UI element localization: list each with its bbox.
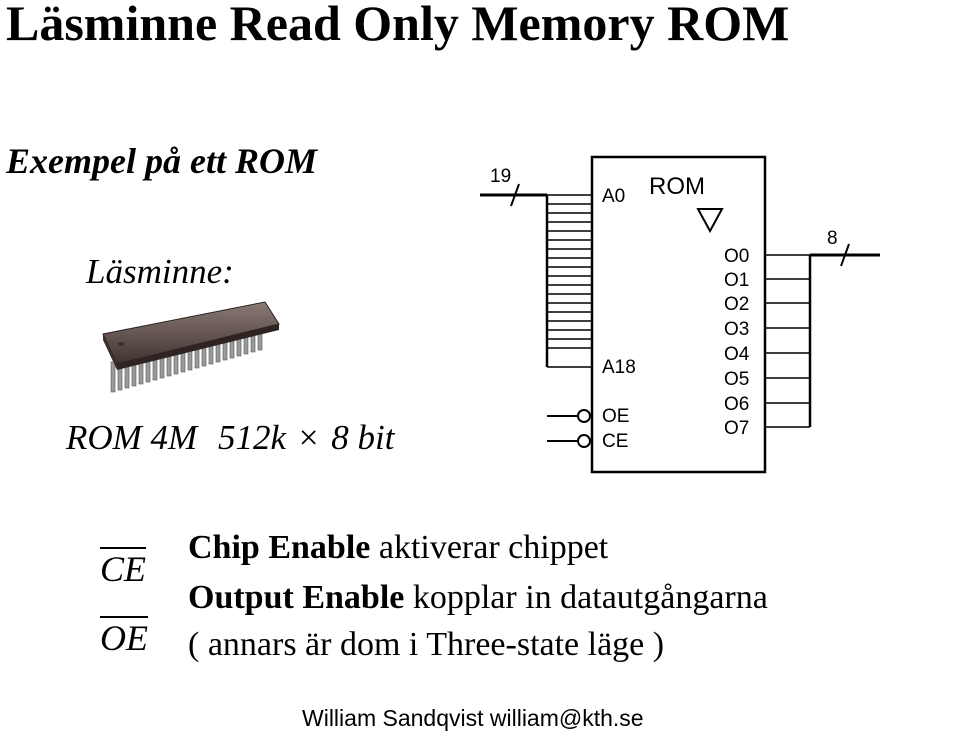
spec-times: × [298,418,319,457]
spec-width: 8 bit [331,418,395,457]
ce-bold: Chip Enable [188,529,371,566]
memory-label: Läsminne: [86,252,234,291]
pin-o7: O7 [724,418,749,439]
address-bus-width: 19 [490,166,511,187]
address-lines [547,194,592,368]
rom-chip-image [102,301,280,393]
oe-bold: Output Enable [188,579,405,616]
pin-o3: O3 [724,319,749,340]
oe-bubble [577,409,591,423]
data-bus-width: 8 [827,228,838,249]
spec-name: ROM 4M [66,418,198,457]
oe-description: Output Enable kopplar in datautgångarna [188,579,768,617]
data-bus-slash [840,243,850,267]
pin-o1: O1 [724,270,749,291]
oe-text: kopplar in datautgångarna [404,579,768,616]
example-heading: Exempel på ett ROM [6,141,317,181]
pin-a0: A0 [602,186,625,207]
footer: William Sandqvist william@kth.se [302,705,644,731]
pin-o4: O4 [724,344,750,365]
pin-oe: OE [602,406,629,427]
pin-o5: O5 [724,369,749,390]
ce-text: aktiverar chippet [370,529,609,566]
ce-description: Chip Enable aktiverar chippet [188,529,608,567]
ce-signal: CE [100,549,147,589]
pin-a18: A18 [602,357,636,378]
oe-signal: OE [100,618,148,658]
chip-name: ROM [649,173,705,200]
triangle-symbol [696,208,724,234]
pin-o2: O2 [724,294,749,315]
rom-block [590,155,767,474]
rom-block-diagram: 19 8 ROM A0 A18 OE CE O0 O1 O2 O3 O4 O5 … [480,155,880,474]
pin-o6: O6 [724,394,749,415]
output-lines [765,254,810,428]
pin-ce: CE [602,431,628,452]
pin-o0: O0 [724,246,749,267]
spec-words: 512k [217,418,287,457]
page-title: Läsminne Read Only Memory ROM [6,0,790,51]
address-bus-slash [510,183,520,207]
three-state-note: ( annars är dom i Three-state läge ) [188,626,665,663]
rom-spec: ROM 4M 512k × 8 bit [66,418,394,458]
ce-bubble [577,434,591,448]
